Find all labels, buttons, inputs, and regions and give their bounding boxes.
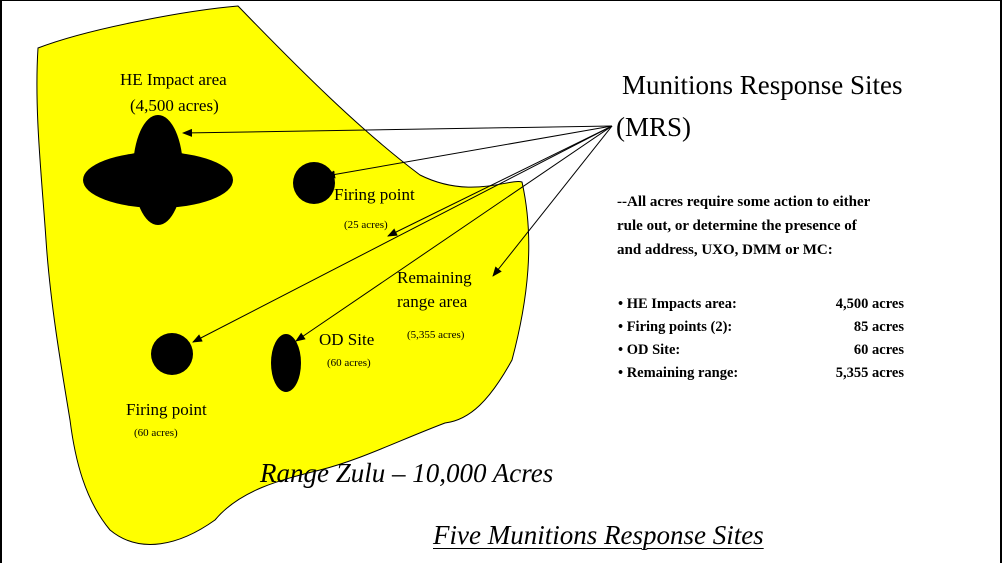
summary-row-value: 85 acres (853, 319, 904, 335)
firing-point-bottom-acres: (60 acres) (134, 427, 178, 439)
firing-point-bottom-label: Firing point (126, 400, 207, 419)
he-impact-acres: (4,500 acres) (130, 96, 219, 115)
od-site-shape (271, 334, 301, 392)
summary-row-label: • HE Impacts area: (618, 296, 737, 312)
summary-row: • HE Impacts area: 4,500 acres (618, 296, 904, 313)
firing-point-top-label: Firing point (334, 185, 415, 204)
he-impact-label: HE Impact area (120, 70, 227, 89)
summary-row: • Firing points (2): 85 acres (618, 319, 904, 336)
firing-point-top-shape (293, 162, 335, 204)
summary-row-label: • OD Site: (618, 342, 681, 358)
summary-row-value: 5,355 acres (835, 365, 904, 381)
remaining-acres: (5,355 acres) (407, 329, 465, 341)
od-site-acres: (60 acres) (327, 357, 371, 369)
summary-row-value: 4,500 acres (835, 296, 904, 312)
range-caption: Range Zulu – 10,000 Acres (260, 458, 554, 488)
mrs-title-line2: (MRS) (616, 112, 692, 142)
summary-row: • OD Site: 60 acres (618, 342, 904, 359)
summary-row-value: 60 acres (853, 342, 904, 358)
acreage-summary: • HE Impacts area: 4,500 acres • Firing … (618, 296, 904, 396)
summary-row-label: • Firing points (2): (618, 319, 733, 335)
firing-point-top-acres: (25 acres) (344, 219, 388, 231)
mrs-title-line1: Munitions Response Sites (622, 70, 903, 100)
note-line-2: rule out, or determine the presence of (617, 218, 857, 234)
mrs-arrows (182, 125, 613, 343)
summary-row-label: • Remaining range: (618, 365, 739, 381)
five-mrs-caption: Five Munitions Response Sites (433, 520, 764, 550)
note-line-3: and address, UXO, DMM or MC: (617, 242, 833, 258)
remaining-label-line2: range area (397, 292, 468, 311)
remaining-label-line1: Remaining (397, 268, 472, 287)
note-line-1: --All acres require some action to eithe… (617, 194, 871, 210)
he-impact-shape (83, 115, 233, 225)
od-site-label: OD Site (319, 330, 375, 349)
summary-row: • Remaining range: 5,355 acres (618, 365, 904, 382)
firing-point-bottom-shape (151, 333, 193, 375)
